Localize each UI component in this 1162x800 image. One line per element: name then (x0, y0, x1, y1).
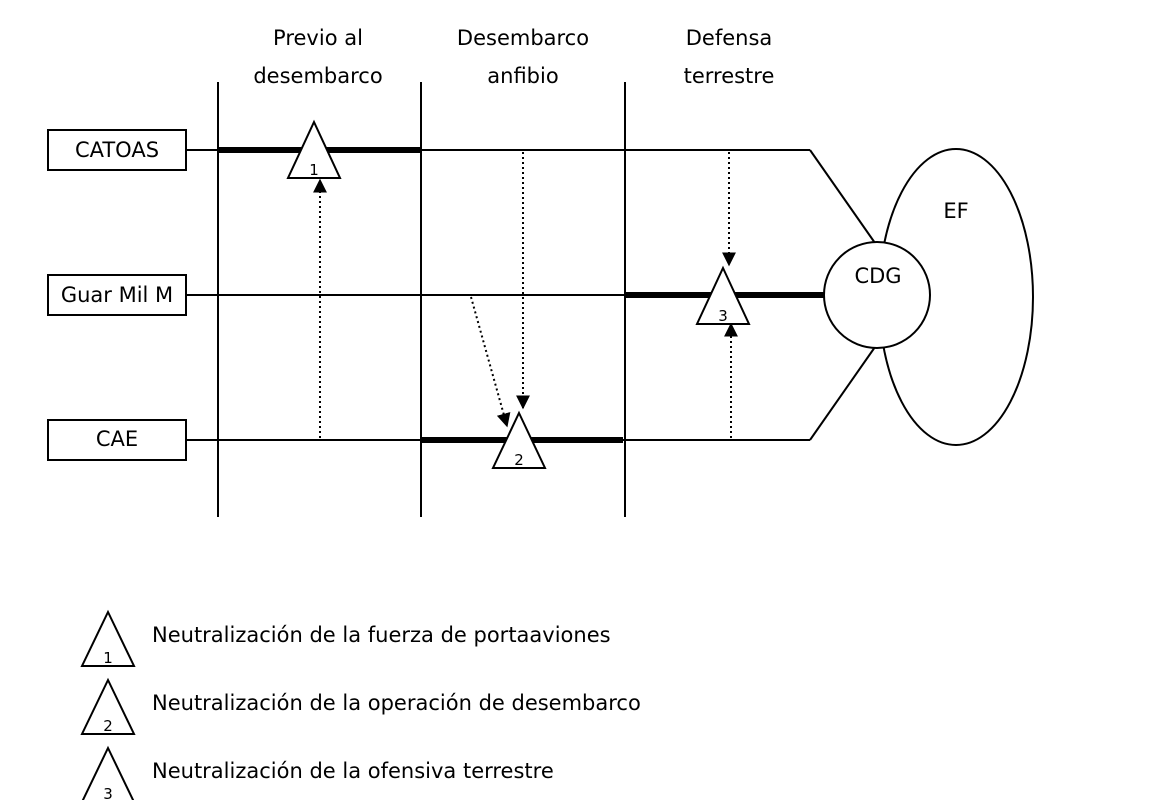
marker-3-number: 3 (718, 307, 728, 325)
guar-mil-m-box (47, 274, 187, 316)
cdg-circle (823, 241, 931, 349)
legend-3-triangle (81, 745, 135, 800)
marker-2-number: 2 (514, 451, 524, 469)
legend-3-number: 3 (103, 785, 113, 800)
legend-1-number: 1 (103, 649, 113, 667)
phase-1-line-2: desembarco (253, 64, 382, 88)
legend-3-text: Neutralización de la ofensiva terrestre (152, 759, 554, 783)
cdg-label: CDG (854, 264, 901, 288)
phase-1-line-1: Previo al (273, 26, 363, 50)
phase-2-line-2: anfibio (487, 64, 558, 88)
marker-3-triangle (695, 265, 751, 325)
catoas-to-cdg-line (809, 149, 876, 244)
catoas-label: CATOAS (75, 138, 159, 162)
legend-2-triangle (80, 677, 136, 735)
guar-mil-m-to-marker-2-arrow (470, 296, 511, 428)
marker-1-number: 1 (309, 161, 319, 179)
ef-label: EF (943, 199, 968, 223)
phase-3-line-1: Defensa (686, 26, 773, 50)
marker-1-triangle (286, 119, 342, 179)
marker-2-triangle (491, 410, 547, 469)
phase-2-line-1: Desembarco (457, 26, 589, 50)
phase-3-line-2: terrestre (684, 64, 775, 88)
legend-2-text: Neutralización de la operación de desemb… (152, 691, 641, 715)
cae-box (47, 419, 187, 461)
cae-to-cdg-line (809, 346, 876, 441)
cae-label: CAE (96, 427, 138, 451)
legend-1-triangle (80, 609, 136, 667)
catoas-box (47, 129, 187, 171)
guar-mil-m-label: Guar Mil M (61, 283, 173, 307)
legend-1-text: Neutralización de la fuerza de portaavio… (152, 623, 611, 647)
legend-2-number: 2 (103, 717, 113, 735)
